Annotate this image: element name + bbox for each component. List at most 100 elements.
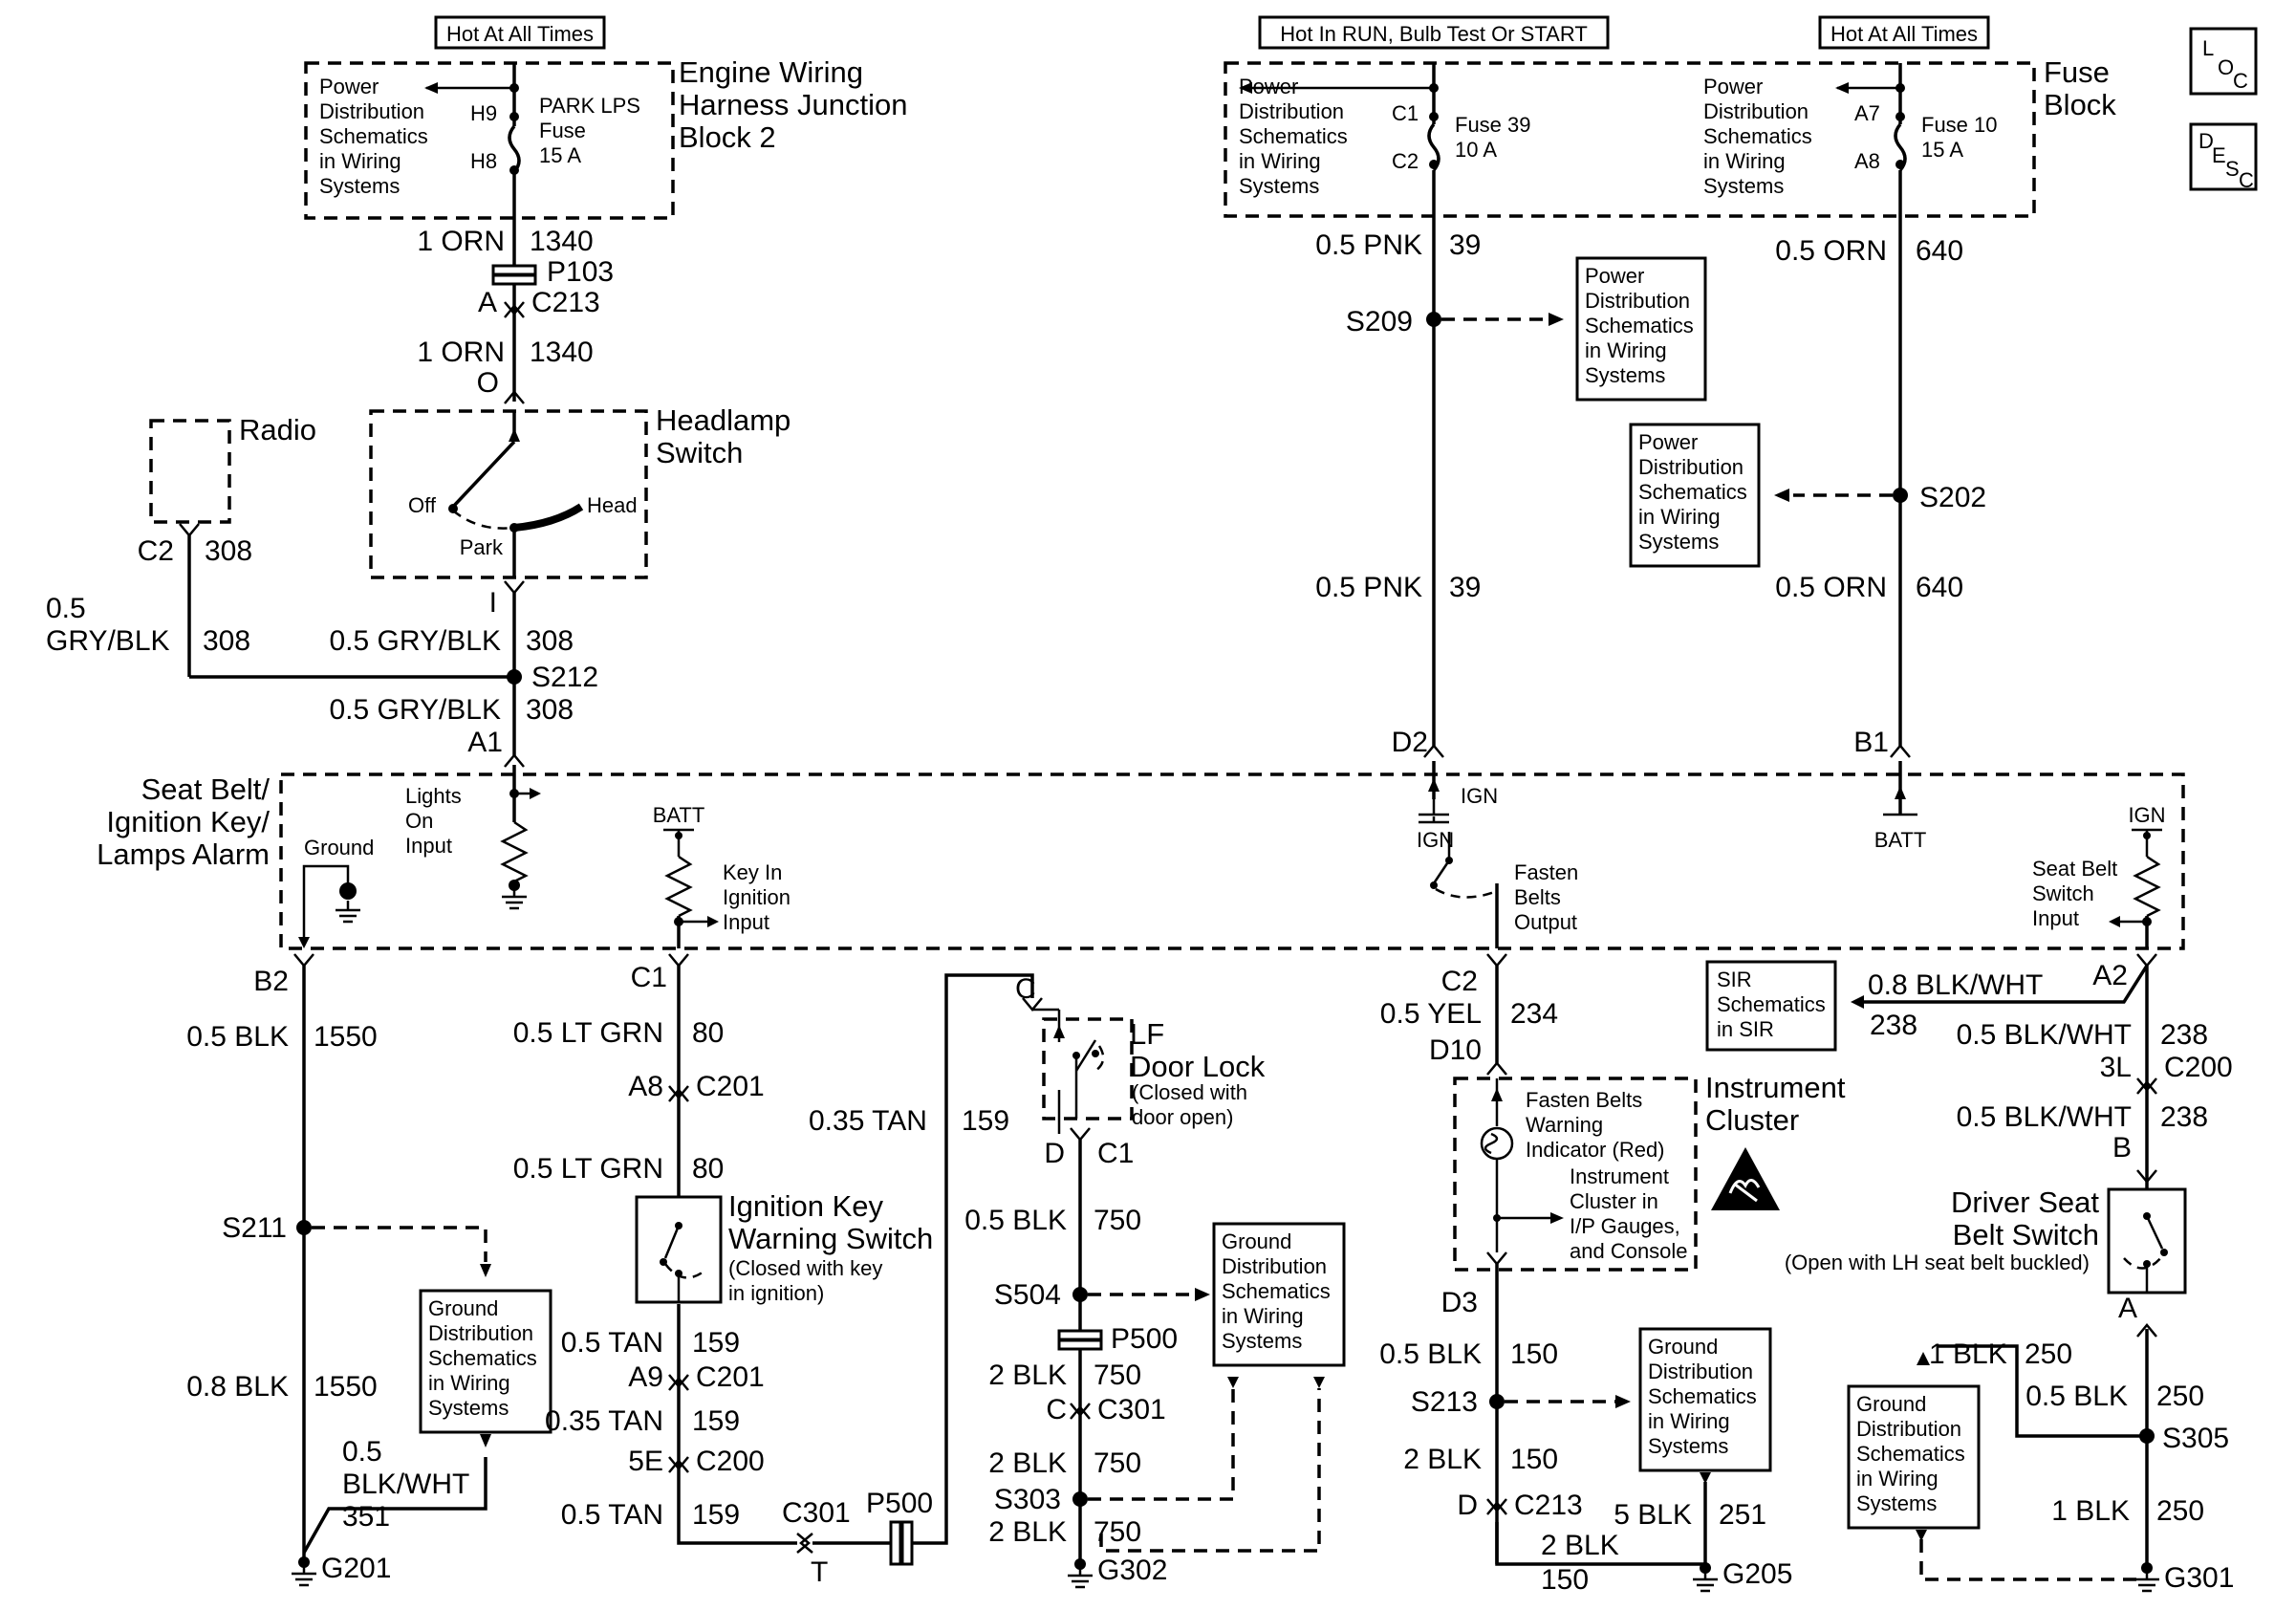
svg-text:Switch: Switch (656, 436, 743, 469)
svg-text:Fasten: Fasten (1514, 860, 1578, 884)
svg-text:Ground: Ground (1222, 1229, 1291, 1253)
svg-text:Head: Head (587, 493, 638, 517)
header-hot-mid: Hot In RUN, Bulb Test Or START (1258, 15, 1610, 50)
svg-text:(Closed with: (Closed with (1132, 1080, 1247, 1104)
svg-text:C201: C201 (696, 1361, 765, 1393)
svg-text:Headlamp: Headlamp (656, 403, 791, 437)
svg-text:PARK LPS: PARK LPS (539, 94, 640, 118)
ref-sir[interactable]: SIR Schematics in SIR (1705, 960, 1837, 1052)
wire-750: 0.5 BLK 750 S504 P500 2 BLK 750 C C301 2… (964, 1140, 1325, 1589)
svg-text:Schematics: Schematics (428, 1346, 537, 1370)
svg-text:159: 159 (692, 1499, 740, 1531)
svg-text:O: O (2218, 55, 2234, 79)
svg-text:P500: P500 (1111, 1323, 1178, 1355)
svg-text:0.5 PNK: 0.5 PNK (1315, 229, 1422, 261)
svg-text:Systems: Systems (319, 174, 400, 198)
svg-text:750: 750 (1094, 1205, 1141, 1236)
svg-text:in Wiring: in Wiring (1648, 1409, 1730, 1433)
svg-text:15 A: 15 A (539, 143, 581, 167)
svg-text:C200: C200 (2164, 1052, 2233, 1083)
svg-text:0.35 TAN: 0.35 TAN (545, 1405, 663, 1437)
svg-text:Seat Belt/: Seat Belt/ (141, 772, 271, 806)
svg-text:C201: C201 (696, 1071, 765, 1102)
svg-text:C2: C2 (138, 535, 174, 567)
svg-text:250: 250 (2156, 1495, 2204, 1527)
svg-text:Ground: Ground (1648, 1335, 1718, 1359)
svg-text:2 BLK: 2 BLK (1403, 1444, 1482, 1475)
svg-text:Radio: Radio (239, 413, 316, 446)
svg-text:0.5 ORN: 0.5 ORN (1775, 572, 1887, 603)
svg-text:A: A (2118, 1293, 2137, 1324)
svg-text:0.5 TAN: 0.5 TAN (561, 1327, 663, 1359)
svg-text:5 BLK: 5 BLK (1614, 1499, 1692, 1531)
driver-seat-belt-switch: Driver Seat Belt Switch (Open with LH se… (1785, 1186, 2187, 1295)
ref-ground-dist-s213[interactable]: Ground Distribution Schematics in Wiring… (1638, 1327, 1772, 1472)
ignition-key-switch: Ignition Key Warning Switch (Closed with… (635, 1189, 933, 1305)
svg-text:A1: A1 (467, 727, 503, 758)
svg-text:D2: D2 (1392, 727, 1428, 758)
svg-text:C301: C301 (1097, 1394, 1166, 1425)
svg-text:BATT: BATT (653, 803, 705, 827)
ref-ground-dist-s211[interactable]: Ground Distribution Schematics in Wiring… (419, 1289, 552, 1434)
svg-text:Hot At All Times: Hot At All Times (446, 22, 594, 46)
desc-icon[interactable]: D E S C (2189, 122, 2258, 192)
svg-text:E: E (2212, 143, 2226, 167)
ref-power-dist-s209[interactable]: Power Distribution Schematics in Wiring … (1575, 256, 1707, 402)
engine-junction-block: Engine Wiring Harness Junction Block 2 P… (304, 55, 908, 220)
svg-text:C301: C301 (782, 1497, 851, 1529)
svg-text:750: 750 (1094, 1360, 1141, 1391)
svg-text:Schematics: Schematics (1638, 480, 1747, 504)
header-hot-right: Hot At All Times (1818, 15, 1990, 50)
esd-warning-icon (1711, 1147, 1780, 1210)
svg-text:Systems: Systems (1856, 1491, 1937, 1515)
svg-text:0.5 TAN: 0.5 TAN (561, 1499, 663, 1531)
svg-text:Schematics: Schematics (1239, 124, 1348, 148)
svg-text:150: 150 (1510, 1444, 1558, 1475)
svg-text:Systems: Systems (428, 1396, 509, 1420)
svg-text:Hot At All Times: Hot At All Times (1830, 22, 1978, 46)
svg-text:GRY/BLK: GRY/BLK (46, 625, 170, 657)
svg-text:Ground: Ground (428, 1296, 498, 1320)
svg-text:0.5 GRY/BLK: 0.5 GRY/BLK (329, 625, 501, 657)
svg-text:251: 251 (1719, 1499, 1766, 1531)
svg-text:150: 150 (1510, 1338, 1558, 1370)
svg-text:B: B (2112, 1132, 2132, 1164)
ref-power-dist-s202[interactable]: Power Distribution Schematics in Wiring … (1629, 423, 1761, 568)
svg-text:S: S (2225, 157, 2240, 181)
svg-text:Input: Input (405, 834, 452, 858)
svg-text:Input: Input (2032, 906, 2079, 930)
wire-308: I 0.5 GRY/BLK 308 0.5 GRY/BLK 308 S212 0… (46, 580, 598, 768)
svg-text:in Wiring: in Wiring (319, 149, 401, 173)
svg-text:D: D (1457, 1490, 1478, 1521)
svg-text:in Wiring: in Wiring (1638, 505, 1721, 529)
svg-text:S504: S504 (994, 1279, 1061, 1311)
svg-text:0.5 BLK/WHT: 0.5 BLK/WHT (1957, 1101, 2132, 1133)
ref-ground-dist-s305[interactable]: Ground Distribution Schematics in Wiring… (1847, 1384, 1981, 1530)
svg-text:0.5 PNK: 0.5 PNK (1315, 572, 1422, 603)
loc-icon[interactable]: L O C (2189, 27, 2258, 96)
svg-text:351: 351 (342, 1501, 390, 1533)
svg-text:2 BLK: 2 BLK (1541, 1530, 1619, 1561)
svg-text:80: 80 (692, 1017, 724, 1049)
svg-text:Switch: Switch (2032, 881, 2094, 905)
svg-text:A8: A8 (1854, 149, 1880, 173)
svg-text:Distribution: Distribution (1638, 455, 1744, 479)
svg-text:C1: C1 (631, 962, 667, 993)
svg-text:C: C (2239, 168, 2254, 192)
svg-text:B2: B2 (253, 966, 289, 997)
svg-text:H9: H9 (470, 101, 497, 125)
svg-text:Systems: Systems (1239, 174, 1319, 198)
svg-text:Distribution: Distribution (1222, 1254, 1327, 1278)
svg-text:Ground: Ground (1856, 1392, 1926, 1416)
svg-text:Fasten Belts: Fasten Belts (1526, 1088, 1642, 1112)
svg-text:Distribution: Distribution (1856, 1417, 1961, 1441)
svg-text:Output: Output (1514, 910, 1577, 934)
ref-ground-dist-s504[interactable]: Ground Distribution Schematics in Wiring… (1212, 1222, 1346, 1367)
svg-text:Fuse: Fuse (2044, 55, 2110, 89)
svg-text:C200: C200 (696, 1446, 765, 1477)
svg-text:0.5 ORN: 0.5 ORN (1775, 235, 1887, 267)
svg-text:Power: Power (1703, 75, 1763, 98)
svg-text:308: 308 (203, 625, 250, 657)
svg-text:5E: 5E (628, 1446, 663, 1477)
svg-text:640: 640 (1916, 235, 1963, 267)
